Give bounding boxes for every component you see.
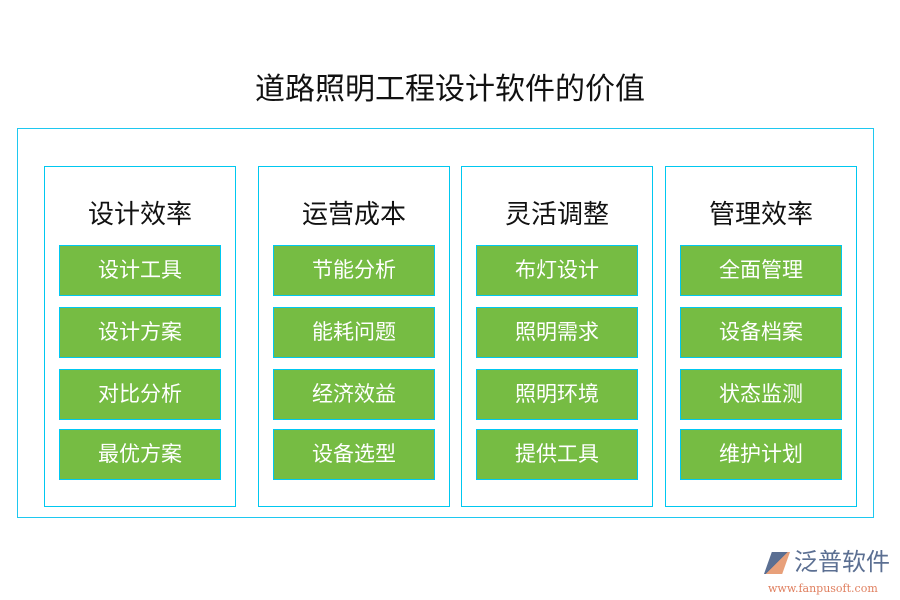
diagram-title: 道路照明工程设计软件的价值 [255, 72, 645, 107]
item-box: 布灯设计 [476, 245, 638, 296]
column-4: 管理效率全面管理设备档案状态监测维护计划 [665, 166, 857, 507]
item-box: 设备选型 [273, 429, 435, 480]
logo-icon [764, 552, 790, 574]
item-box: 对比分析 [59, 369, 221, 420]
column-1: 设计效率设计工具设计方案对比分析最优方案 [44, 166, 236, 507]
logo-url: www.fanpusoft.com [768, 582, 878, 595]
item-box: 最优方案 [59, 429, 221, 480]
column-title: 灵活调整 [504, 200, 609, 230]
outer-frame [17, 128, 874, 518]
item-box: 照明需求 [476, 307, 638, 358]
item-box: 节能分析 [273, 245, 435, 296]
column-title: 运营成本 [301, 200, 406, 230]
item-box: 照明环境 [476, 369, 638, 420]
item-box: 能耗问题 [273, 307, 435, 358]
logo: 泛普软件 www.fanpusoft.com [762, 548, 898, 598]
item-box: 设计方案 [59, 307, 221, 358]
item-box: 提供工具 [476, 429, 638, 480]
column-title: 设计效率 [87, 200, 192, 230]
item-box: 状态监测 [680, 369, 842, 420]
column-title: 管理效率 [708, 200, 813, 230]
column-2: 运营成本节能分析能耗问题经济效益设备选型 [258, 166, 450, 507]
item-box: 维护计划 [680, 429, 842, 480]
item-box: 全面管理 [680, 245, 842, 296]
column-3: 灵活调整布灯设计照明需求照明环境提供工具 [461, 166, 653, 507]
item-box: 设备档案 [680, 307, 842, 358]
item-box: 设计工具 [59, 245, 221, 296]
logo-name: 泛普软件 [794, 548, 890, 576]
item-box: 经济效益 [273, 369, 435, 420]
